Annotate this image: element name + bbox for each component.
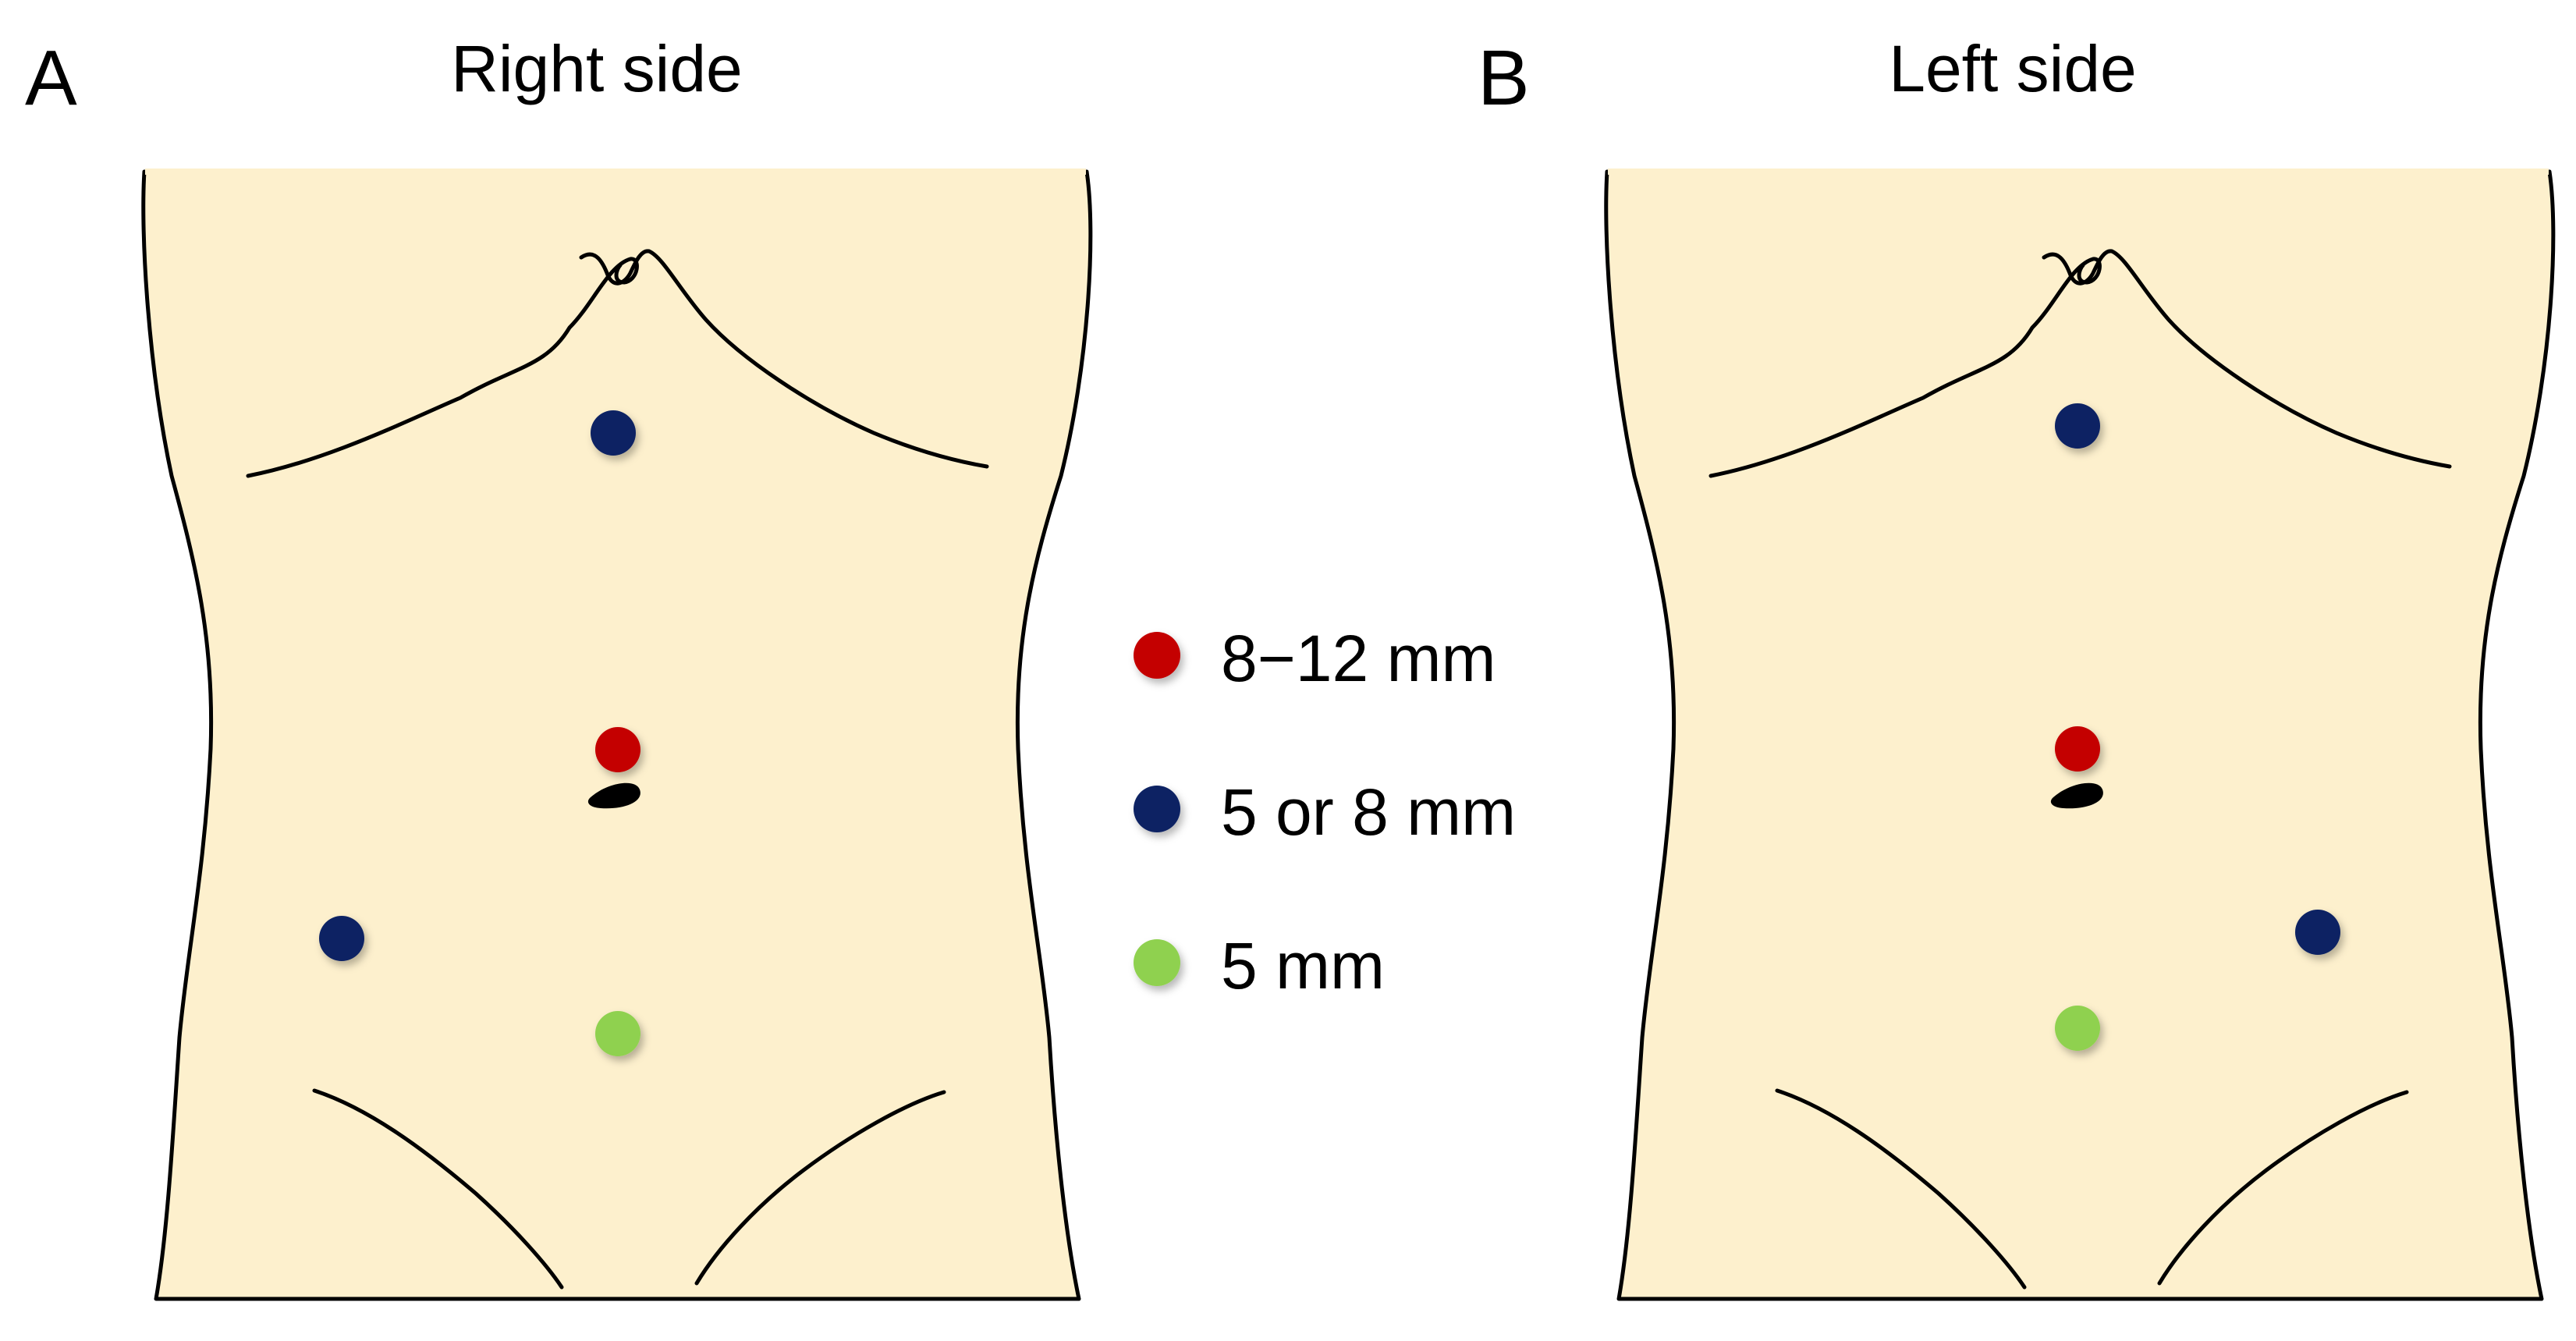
port-upper-midline-b — [2055, 403, 2100, 449]
groin-line-left-a — [312, 1088, 564, 1290]
groin-line-right-a — [694, 1090, 946, 1286]
groin-line-right-b — [2157, 1090, 2409, 1286]
panel-title-right-side: Right side — [451, 32, 743, 105]
legend-marker-8-12mm — [1134, 632, 1180, 679]
port-umbilical-a — [595, 727, 640, 772]
panel-title-left-side: Left side — [1889, 32, 2137, 105]
rib-cage-line-b — [1708, 257, 2102, 478]
port-lateral-b — [2295, 910, 2340, 955]
legend-markers — [1134, 632, 1180, 986]
legend-label-5-or-8mm: 5 or 8 mm — [1221, 775, 1517, 849]
rib-cage-line-a — [246, 257, 639, 478]
groin-line-left-b — [1775, 1088, 2027, 1290]
umbilicus-a — [587, 782, 640, 809]
port-umbilical-b — [2055, 726, 2100, 772]
ports-right-side — [319, 410, 640, 1056]
port-lower-midline-a — [595, 1011, 640, 1056]
sternum-notch-a — [579, 249, 989, 469]
port-lateral-a — [319, 916, 364, 961]
legend-marker-5-or-8mm — [1134, 786, 1180, 832]
port-lower-midline-b — [2055, 1006, 2100, 1051]
legend-label-8-12mm: 8−12 mm — [1221, 622, 1496, 695]
legend-label-5mm: 5 mm — [1221, 929, 1385, 1002]
sternum-notch-b — [2042, 249, 2452, 469]
ports-left-side — [2055, 403, 2340, 1051]
panel-letter-a: A — [25, 34, 77, 122]
umbilicus-b — [2050, 782, 2103, 809]
panel-letter-b: B — [1478, 34, 1530, 122]
port-upper-midline-a — [591, 410, 636, 456]
legend-marker-5mm — [1134, 939, 1180, 986]
